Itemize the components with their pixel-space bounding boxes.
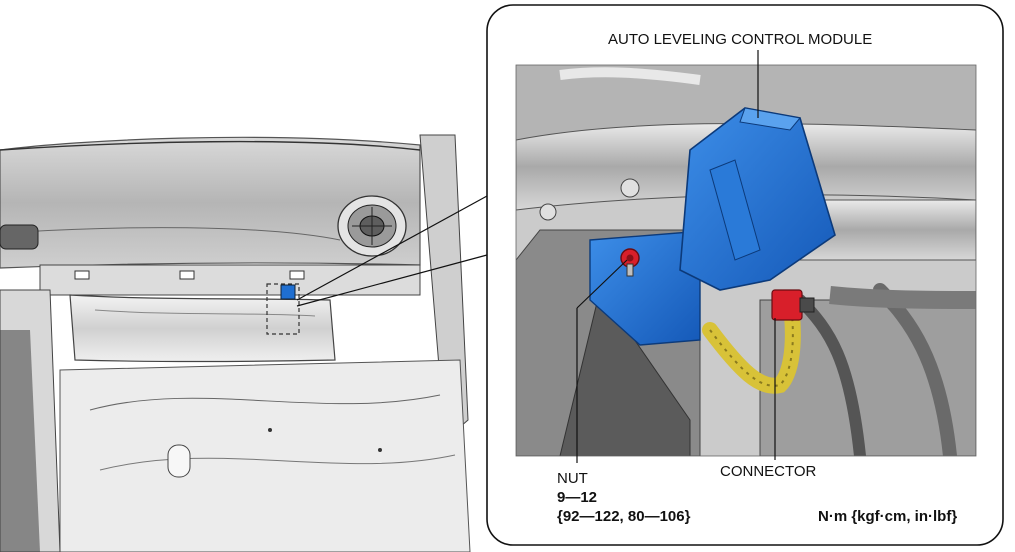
nut-leader-tip	[576, 259, 628, 309]
zoom-leader-top	[296, 195, 488, 301]
torque-value: 9—12	[557, 489, 598, 506]
connector-label: CONNECTOR	[720, 463, 817, 480]
torque-alt-value: {92—122, 80—106}	[557, 508, 691, 525]
inset-photo	[516, 65, 976, 456]
lower-body-panel	[59, 359, 471, 552]
zoom-leader-bottom	[296, 254, 488, 307]
module-label: AUTO LEVELING CONTROL MODULE	[608, 31, 873, 48]
round-air-vent	[337, 195, 407, 257]
module-locator-box	[266, 283, 300, 335]
connector	[771, 289, 803, 321]
nut-label: NUT	[557, 470, 588, 487]
air-duct	[69, 294, 336, 363]
module-locator-mark	[280, 284, 296, 300]
torque-units-label: N·m {kgf·cm, in·lbf}	[818, 508, 958, 525]
dashboard-overview	[0, 134, 471, 552]
left-air-vent	[0, 224, 39, 250]
